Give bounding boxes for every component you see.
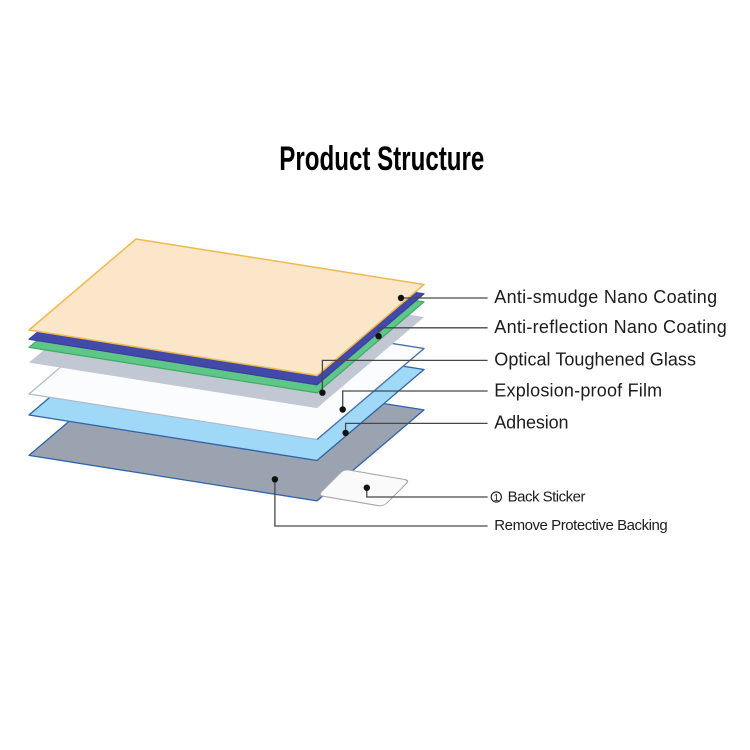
svg-text:Product Structure: Product Structure (279, 140, 484, 178)
svg-text:Adhesion: Adhesion (494, 413, 568, 433)
svg-text:Back Sticker: Back Sticker (508, 488, 586, 505)
svg-text:Anti-reflection Nano Coating: Anti-reflection Nano Coating (494, 317, 727, 337)
svg-text:Optical Toughened Glass: Optical Toughened Glass (494, 350, 696, 370)
svg-text:Remove Protective Backing: Remove Protective Backing (494, 517, 667, 534)
svg-text:Anti-smudge Nano Coating: Anti-smudge Nano Coating (494, 287, 717, 307)
svg-text:1: 1 (494, 493, 500, 504)
svg-text:Explosion-proof Film: Explosion-proof Film (494, 380, 662, 400)
